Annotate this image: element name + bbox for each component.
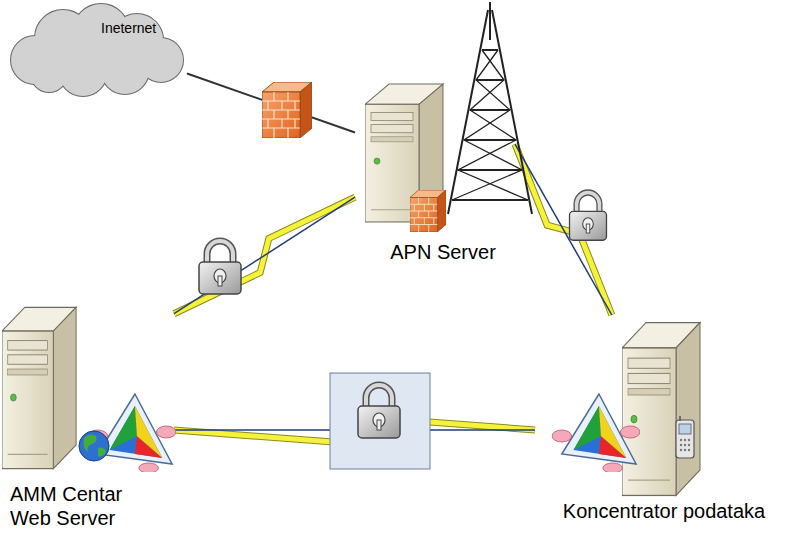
cloud-shape xyxy=(5,2,187,98)
wireless-link xyxy=(515,144,612,315)
server-node: APN Server xyxy=(355,80,515,270)
server-icon xyxy=(2,307,76,468)
server-node: AMM Centar Web Server xyxy=(2,300,174,532)
server-icon xyxy=(622,323,700,496)
phone-icon xyxy=(676,416,694,458)
node-label: Ineternet xyxy=(101,20,181,37)
globe-icon xyxy=(79,431,109,461)
prism-icon xyxy=(552,394,640,473)
cloud-node: Ineternet xyxy=(5,2,187,98)
lock-icon xyxy=(570,193,607,241)
node-label: APN Server xyxy=(373,240,513,264)
node-label: AMM Centar Web Server xyxy=(10,482,160,530)
link-line xyxy=(515,144,612,315)
lock-icon xyxy=(199,241,241,294)
lock-panel xyxy=(330,373,430,469)
lock-icon xyxy=(358,385,400,438)
bolt-fill xyxy=(515,144,612,315)
radio-tower xyxy=(448,2,532,214)
link-line xyxy=(174,197,355,314)
server-node: Koncentrator podataka xyxy=(535,315,793,529)
bolt-edge xyxy=(515,144,612,315)
bolt-fill xyxy=(174,197,355,314)
wireless-link xyxy=(174,197,355,314)
bolt-edge xyxy=(174,197,355,314)
node-label: Koncentrator podataka xyxy=(539,499,789,523)
firewall-icon xyxy=(410,190,446,232)
firewall-icon xyxy=(262,82,312,138)
